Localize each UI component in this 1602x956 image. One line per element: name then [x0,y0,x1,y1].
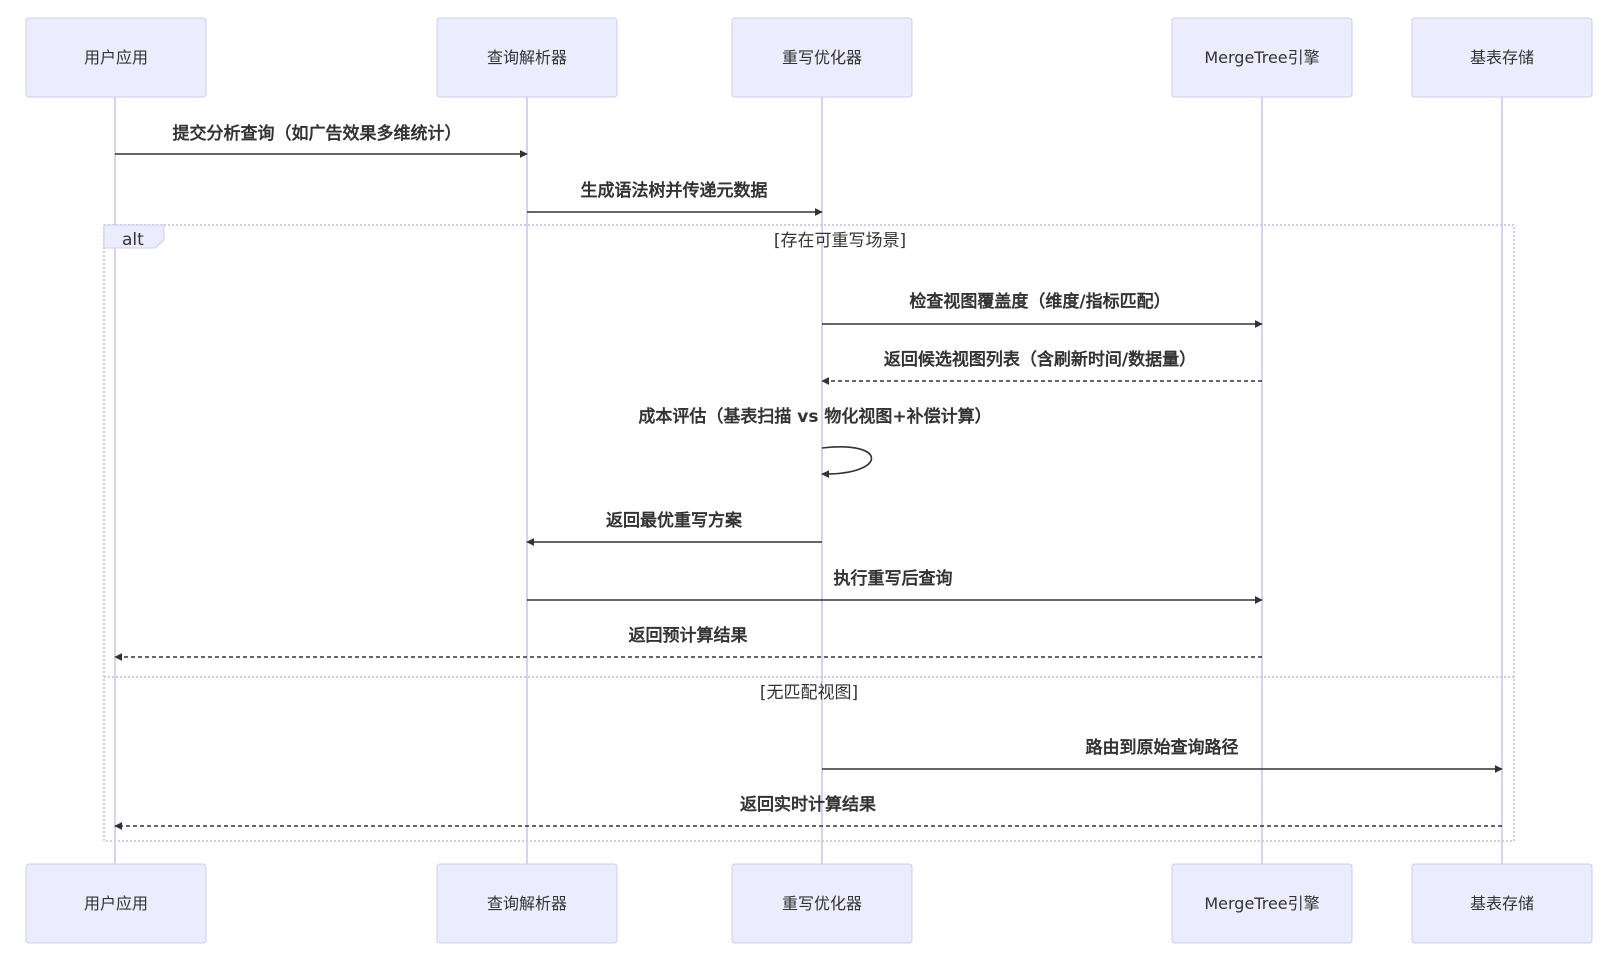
self-message-arrow [821,446,873,479]
message-label: 返回实时计算结果 [740,794,876,815]
actor-engine[interactable]: MergeTree引擎 [1171,17,1353,98]
svg-text:基表存储: 基表存储 [1470,894,1534,913]
alt-frame: alt [存在可重写场景] [无匹配视图] [103,224,1515,842]
actor-optimizer[interactable]: 重写优化器 [731,17,913,98]
alt-frame-label: alt [122,230,144,250]
actors-top: 用户应用 查询解析器 重写优化器 MergeTree引擎 基表存储 [25,17,1593,98]
alt-frame-tab [103,224,165,249]
svg-text:基表存储: 基表存储 [1470,48,1534,67]
actor-parser-bottom[interactable]: 查询解析器 [436,863,618,944]
actor-storage-bottom[interactable]: 基表存储 [1411,863,1593,944]
svg-text:MergeTree引擎: MergeTree引擎 [1204,894,1319,913]
message-label: 成本评估（基表扫描 vs 物化视图+补偿计算） [638,406,991,427]
actor-engine-bottom[interactable]: MergeTree引擎 [1171,863,1353,944]
messages: 提交分析查询（如广告效果多维统计） 生成语法树并传递元数据 检查视图覆盖度（维度… [114,123,1503,830]
alt-frame-border [103,224,1515,842]
svg-text:重写优化器: 重写优化器 [782,894,862,913]
message-label: 生成语法树并传递元数据 [581,180,768,201]
message-label: 检查视图覆盖度（维度/指标匹配） [909,291,1170,312]
actor-user[interactable]: 用户应用 [25,17,207,98]
actors-bottom: 用户应用 查询解析器 重写优化器 MergeTree引擎 基表存储 [25,863,1593,944]
actor-storage[interactable]: 基表存储 [1411,17,1593,98]
svg-text:查询解析器: 查询解析器 [487,894,567,913]
actor-optimizer-bottom[interactable]: 重写优化器 [731,863,913,944]
alt-condition-2: [无匹配视图] [760,683,858,703]
message-label: 返回预计算结果 [629,625,748,646]
svg-text:用户应用: 用户应用 [84,48,148,67]
svg-text:查询解析器: 查询解析器 [487,48,567,67]
message-label: 提交分析查询（如广告效果多维统计） [173,123,462,144]
message-label: 执行重写后查询 [834,568,953,589]
actor-user-bottom[interactable]: 用户应用 [25,863,207,944]
svg-text:用户应用: 用户应用 [84,894,148,913]
svg-text:MergeTree引擎: MergeTree引擎 [1204,48,1319,67]
alt-condition-1: [存在可重写场景] [774,231,906,251]
message-label: 返回候选视图列表（含刷新时间/数据量） [884,349,1196,370]
message-label: 返回最优重写方案 [606,510,743,531]
actor-parser[interactable]: 查询解析器 [436,17,618,98]
message-label: 路由到原始查询路径 [1086,737,1239,758]
svg-text:重写优化器: 重写优化器 [782,48,862,67]
